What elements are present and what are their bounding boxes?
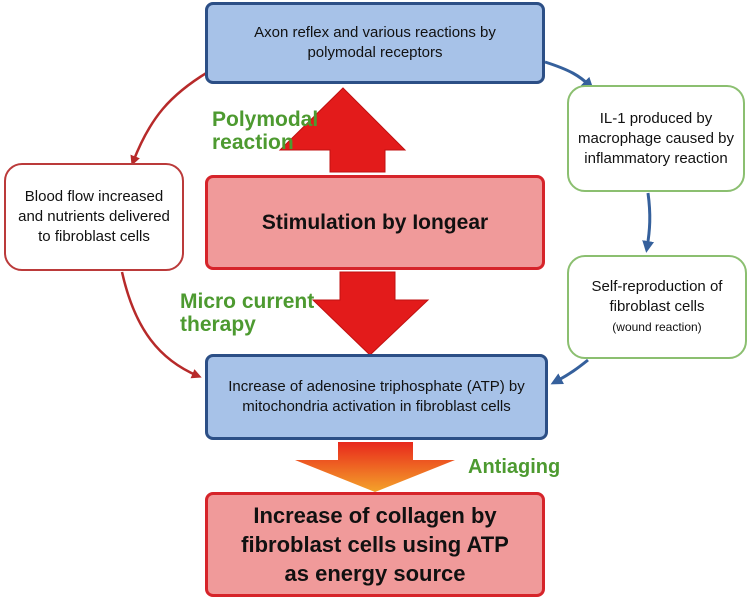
bottom-box-text: Increase of collagen by fibroblast cells…	[228, 501, 522, 588]
arrow-left-to-atp	[120, 271, 202, 379]
label-antiaging: Antiaging	[468, 456, 560, 479]
right-top-box-text: IL-1 produced by macrophage caused by in…	[578, 109, 734, 167]
arrow-top-to-right	[544, 60, 594, 90]
label-antiaging-text: Antiaging	[468, 456, 561, 478]
top-box-text: Axon reflex and various reactions by pol…	[254, 24, 496, 61]
right-top-box-il1: IL-1 produced by macrophage caused by in…	[567, 85, 745, 192]
bottom-box-rest: by fibroblast cells using ATP as energy …	[241, 503, 509, 586]
right-mid-box-subtext: (wound reaction)	[612, 320, 702, 334]
atp-box: Increase of adenosine triphosphate (ATP)…	[205, 354, 548, 440]
arrow-right-top-to-mid	[642, 192, 655, 253]
right-mid-box-text: Self-reproduction of fibroblast cells	[591, 278, 723, 315]
up-arrow-polymodal	[278, 87, 407, 173]
left-box-blood-flow: Blood flow increased and nutrients deliv…	[4, 163, 184, 271]
arrow-top-to-left	[130, 70, 209, 166]
label-micro-current-therapy: Micro current therapy	[180, 290, 325, 336]
down-arrow-antiaging	[295, 442, 455, 492]
down-arrow-micro-current	[311, 271, 430, 356]
center-box-stimulation: Stimulation by Iongear	[205, 175, 545, 270]
bottom-box-bold-prefix: Increase of collagen	[253, 503, 465, 528]
top-box-axon-reflex: Axon reflex and various reactions by pol…	[205, 2, 545, 84]
atp-box-text: Increase of adenosine triphosphate (ATP)…	[228, 378, 525, 415]
label-polymodal-reaction: Polymodal reaction	[212, 108, 352, 154]
left-box-text: Blood flow increased and nutrients deliv…	[18, 188, 170, 245]
center-box-text: Stimulation by Iongear	[261, 210, 489, 234]
bottom-box-collagen: Increase of collagen by fibroblast cells…	[205, 492, 545, 597]
right-mid-box-self-reproduction: Self-reproduction of fibroblast cells (w…	[567, 255, 747, 359]
arrow-right-mid-to-atp	[550, 358, 589, 385]
label-polymodal-text: Polymodal reaction	[212, 108, 319, 154]
label-micro-current-text: Micro current therapy	[180, 290, 315, 336]
